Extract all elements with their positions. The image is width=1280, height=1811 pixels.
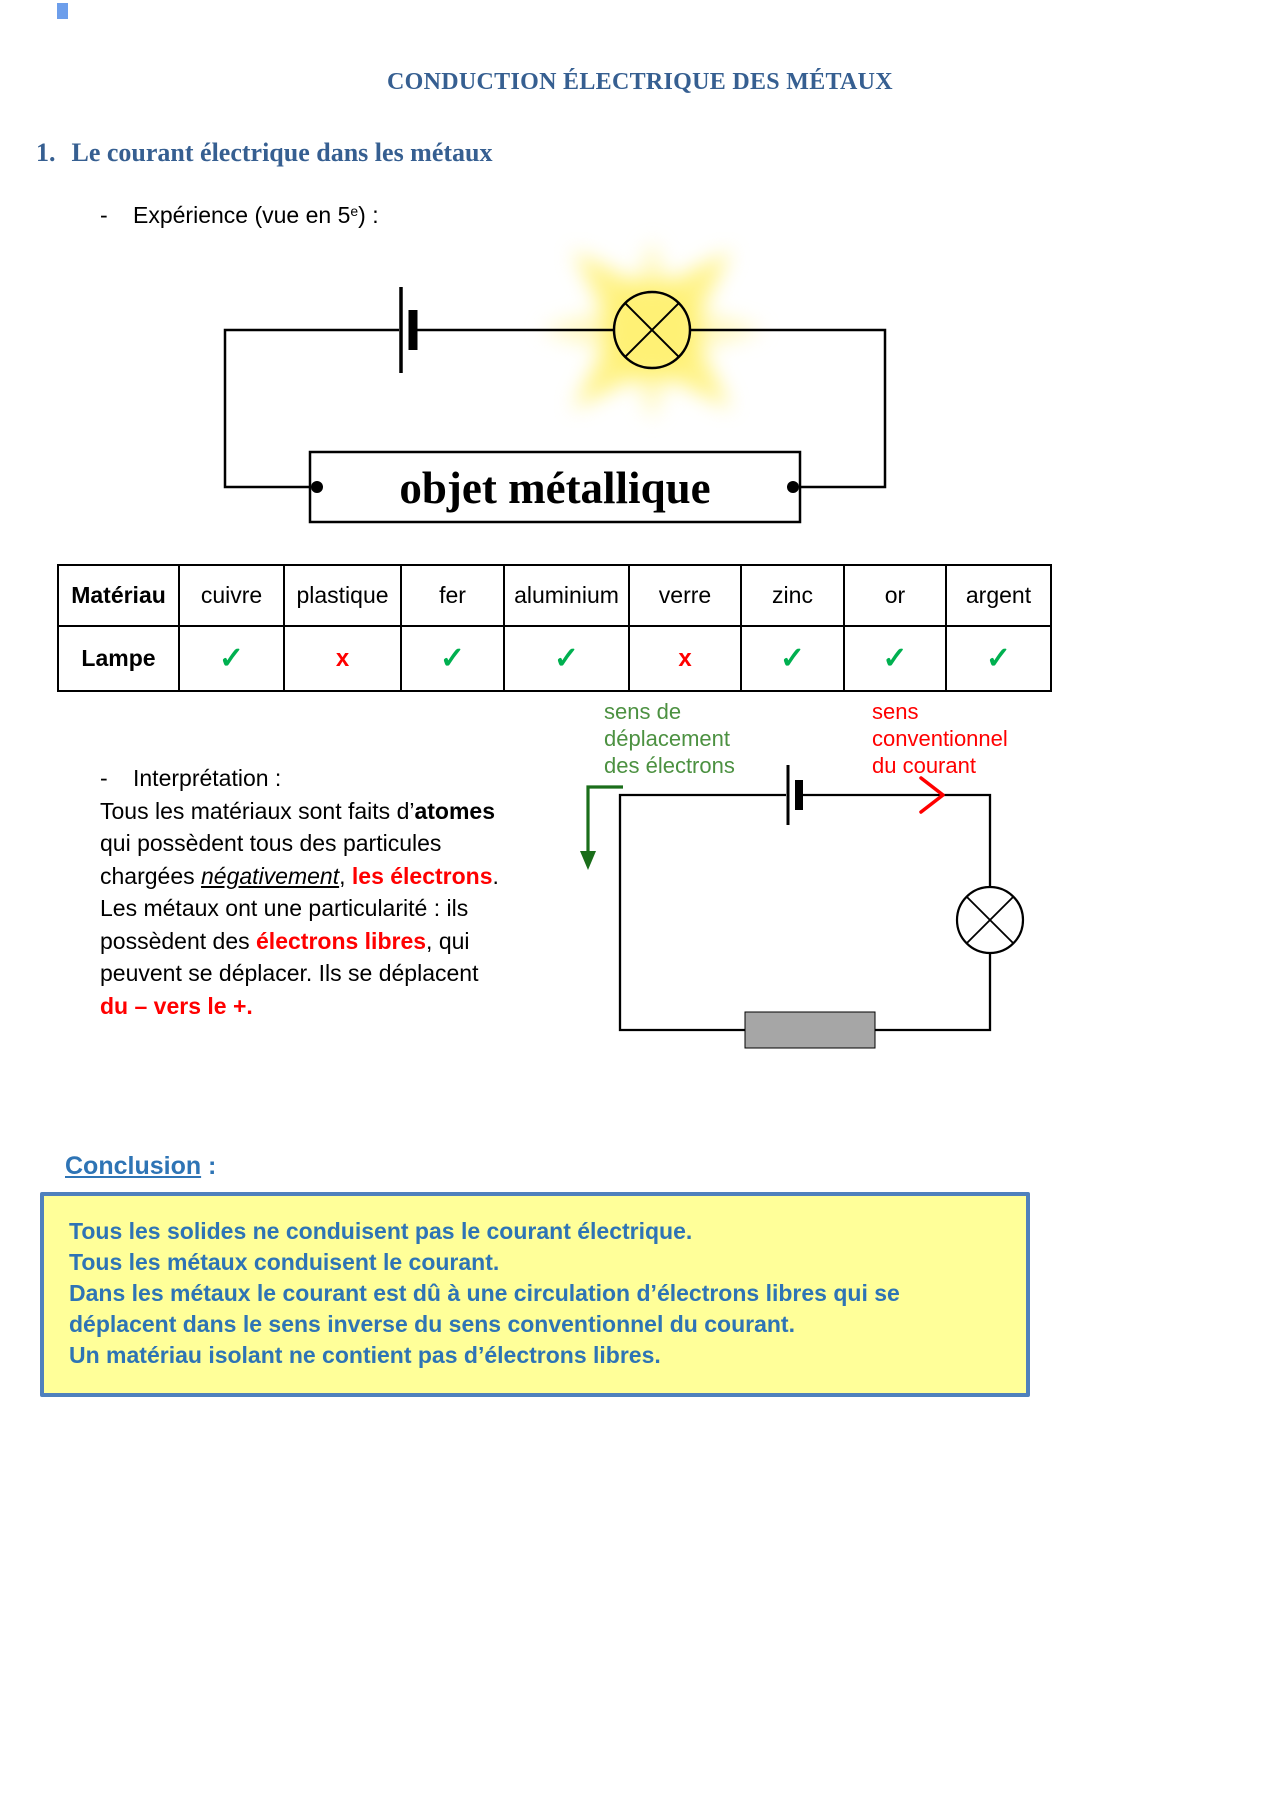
interp-red-du-vers-le-plus: du – vers le +. <box>100 992 253 1019</box>
lamp-result-cell: ✓ <box>945 625 1052 692</box>
table-header-cell: verre <box>628 564 742 627</box>
electron-direction-label: sens de déplacement des électrons <box>604 699 735 778</box>
circuit-wire <box>223 328 887 489</box>
table-row-label: Lampe <box>57 625 180 692</box>
interpretation-section: -Interprétation : Tous les matériaux son… <box>100 762 500 1022</box>
table-header-cell: cuivre <box>178 564 285 627</box>
document-title: CONDUCTION ÉLECTRIQUE DES MÉTAUX <box>387 69 893 95</box>
terminal-dot <box>311 481 323 493</box>
current-direction-arrow <box>919 776 945 814</box>
battery-icon <box>786 765 803 825</box>
interp-red-electrons: les électrons <box>351 862 493 889</box>
conclusion-line: Dans les métaux le courant est dû à une … <box>69 1280 900 1337</box>
lamp-result-cell: ✓ <box>400 625 505 692</box>
table-header-cell: zinc <box>740 564 845 627</box>
lamp-result-cell: ✓ <box>740 625 845 692</box>
table-result-row: Lampe ✓ x ✓ ✓ x ✓ ✓ ✓ <box>57 625 1052 692</box>
lamp-result-cell: ✓ <box>178 625 285 692</box>
battery-icon <box>399 287 418 373</box>
interp-text: Tous les matériaux sont faits d’ <box>100 797 415 824</box>
interp-text: qui possèdent tous des particules chargé… <box>100 830 442 889</box>
section-heading: 1. Le courant électrique dans les métaux <box>36 138 493 168</box>
interpretation-heading: -Interprétation : <box>100 762 500 795</box>
metal-object-label: objet métallique <box>399 463 710 513</box>
bullet-dash: - <box>100 765 108 791</box>
lamp-result-cell: x <box>283 625 402 692</box>
stray-blue-mark <box>57 3 68 19</box>
metal-object-box: objet métallique <box>308 450 802 524</box>
interp-text: . Les métaux ont une particularité : ils… <box>100 862 499 954</box>
interp-red-electrons-libres: électrons libres <box>256 927 427 954</box>
experiment-text-end: ) : <box>358 202 379 228</box>
lamp-result-cell: ✓ <box>843 625 947 692</box>
table-header-row: Matériau cuivre plastique fer aluminium … <box>57 564 1052 627</box>
interp-bold-atomes: atomes <box>414 797 496 824</box>
conclusion-heading: Conclusion : <box>65 1152 216 1181</box>
lamp-icon <box>955 885 1025 955</box>
bullet-dash: - <box>100 202 108 228</box>
interp-text: , <box>339 862 352 889</box>
resistor-icon <box>744 1011 876 1049</box>
conclusion-label: Conclusion <box>65 1152 202 1180</box>
conclusion-line: Un matériau isolant ne contient pas d’él… <box>69 1342 661 1368</box>
table-header-cell: plastique <box>283 564 402 627</box>
table-header-cell: argent <box>945 564 1052 627</box>
lamp-icon <box>612 290 692 370</box>
table-header-material: Matériau <box>57 564 180 627</box>
interpretation-paragraph: Tous les matériaux sont faits d’atomes q… <box>100 795 500 1023</box>
conclusion-colon: : <box>201 1152 217 1180</box>
conclusion-box: Tous les solides ne conduisent pas le co… <box>40 1192 1030 1397</box>
table-header-cell: aluminium <box>503 564 630 627</box>
section-number: 1. <box>36 138 56 167</box>
experiment-circuit-diagram: objet métallique <box>223 287 887 524</box>
terminal-dot <box>787 481 799 493</box>
table-header-cell: or <box>843 564 947 627</box>
electron-flow-diagram <box>580 765 1025 1049</box>
electron-direction-arrow <box>580 785 623 870</box>
experiment-line: -Expérience (vue en 5e) : <box>100 202 379 229</box>
section-heading-text: Le courant électrique dans les métaux <box>71 138 493 167</box>
table-header-cell: fer <box>400 564 505 627</box>
experiment-superscript: e <box>350 203 359 219</box>
conventional-current-label: sens conventionnel du courant <box>872 699 1008 778</box>
experiment-text: Expérience (vue en 5 <box>133 202 351 228</box>
lamp-result-cell: ✓ <box>503 625 630 692</box>
interp-italic-negativement: négativement <box>201 862 340 889</box>
lamp-result-cell: x <box>628 625 742 692</box>
conclusion-line: Tous les solides ne conduisent pas le co… <box>69 1218 693 1244</box>
interp-text: , qui peuvent se déplacer. Ils se déplac… <box>100 927 479 987</box>
conclusion-line: Tous les métaux conduisent le courant. <box>69 1249 500 1275</box>
materials-table: Matériau cuivre plastique fer aluminium … <box>57 564 1052 692</box>
interpretation-label: Interprétation : <box>133 765 282 791</box>
circuit-wire <box>618 793 992 1032</box>
